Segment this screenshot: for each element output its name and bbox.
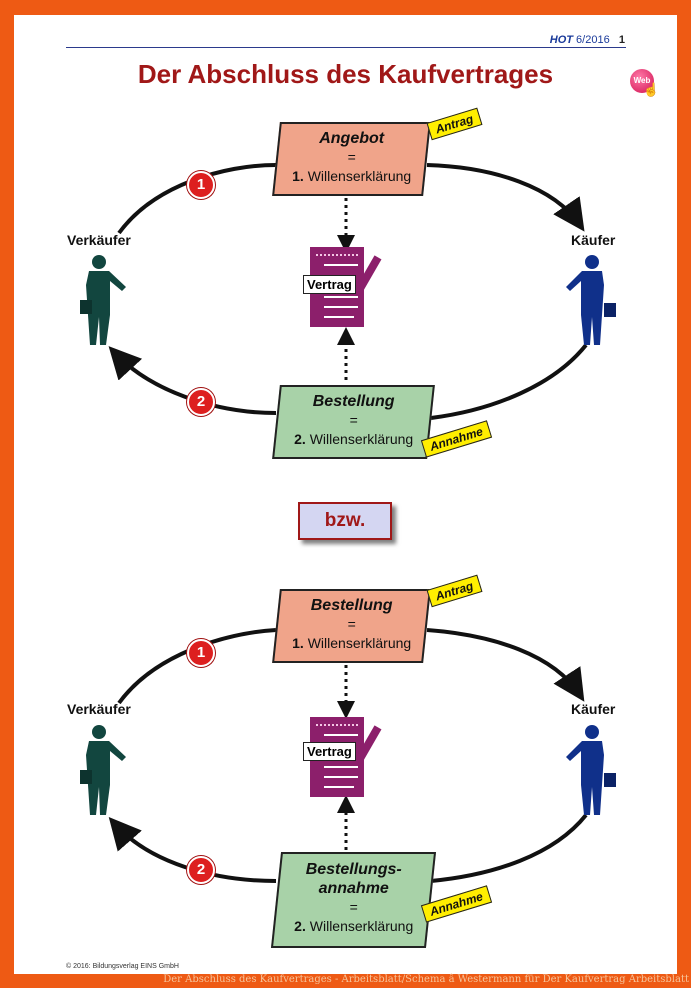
arc-order-to-seller — [108, 346, 277, 415]
step-1-badge: 1 — [187, 639, 215, 667]
brand-label: HOT — [549, 34, 573, 46]
declaration-number: 2. — [294, 918, 306, 934]
buyer-figure-icon — [566, 725, 616, 815]
worksheet: HOT 6/2016 1 Der Abschluss des Kaufvertr… — [14, 15, 677, 974]
acceptance-title-line2: annahme — [318, 880, 389, 897]
page-number: 1 — [618, 34, 625, 46]
web-badge-label: Web — [633, 76, 651, 85]
buyer-label: Käufer — [571, 232, 616, 248]
order-title: Bestellung — [312, 393, 395, 410]
seller-figure-icon — [80, 255, 126, 345]
contract-label: Vertrag — [303, 275, 356, 294]
arc-buyer-to-order — [430, 343, 588, 420]
copyright-notice: © 2016: Bildungsverlag EINS GmbH — [66, 963, 179, 970]
equals-sign: = — [347, 149, 356, 165]
seller-label: Verkäufer — [67, 701, 131, 717]
header-rule — [66, 47, 626, 48]
image-caption: Der Abschluss des Kaufvertrages - Arbeit… — [163, 974, 689, 985]
issue-label: 6/2016 — [576, 34, 610, 46]
equals-sign: = — [349, 412, 358, 428]
declaration-text: Willenserklärung — [309, 431, 414, 447]
seller-label: Verkäufer — [67, 232, 131, 248]
order-acceptance-box: Bestellungs- annahme = 2. Willenserkläru… — [270, 852, 437, 948]
order-title: Bestellung — [310, 597, 393, 614]
declaration-number: 1. — [292, 168, 304, 184]
order-box: Bestellung = 2. Willenserklärung — [272, 385, 435, 459]
arc2-acceptance-to-seller — [108, 816, 277, 883]
hand-pointer-icon: ☝ — [643, 82, 660, 97]
arc2-buyer-to-acceptance — [430, 813, 588, 883]
offer-title: Angebot — [319, 130, 385, 147]
declaration-text: Willenserklärung — [307, 635, 412, 651]
declaration-number: 1. — [292, 635, 304, 651]
step-1-badge: 1 — [187, 171, 215, 199]
step-2-badge: 2 — [187, 388, 215, 416]
buyer-figure-icon — [566, 255, 616, 345]
step-2-badge: 2 — [187, 856, 215, 884]
offer-box: Angebot = 1. Willenserklärung — [272, 122, 431, 196]
arc2-order-to-buyer — [426, 628, 585, 702]
separator-bzw: bzw. — [298, 502, 392, 540]
acceptance-title-line1: Bestellungs- — [305, 861, 402, 878]
equals-sign: = — [347, 616, 356, 632]
order-box: Bestellung = 1. Willenserklärung — [272, 589, 431, 663]
web-link-button[interactable]: Web ☝ — [630, 69, 659, 96]
declaration-number: 2. — [294, 431, 306, 447]
arc-offer-to-buyer — [426, 163, 585, 232]
page-title: Der Abschluss des Kaufvertrages — [137, 59, 554, 89]
buyer-label: Käufer — [571, 701, 616, 717]
contract-label: Vertrag — [303, 742, 356, 761]
header-info: HOT 6/2016 1 — [550, 34, 625, 46]
declaration-text: Willenserklärung — [307, 168, 412, 184]
seller-figure-icon — [80, 725, 126, 815]
equals-sign: = — [349, 899, 358, 915]
declaration-text: Willenserklärung — [309, 918, 414, 934]
